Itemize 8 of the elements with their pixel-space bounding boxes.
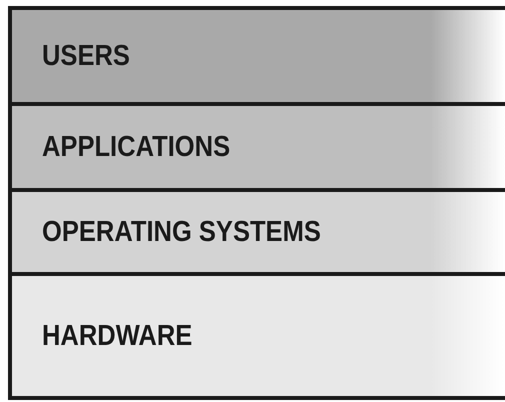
layer-band [8,6,505,102]
layer-label: HARDWARE [42,320,192,352]
layer-band [8,188,505,272]
layer-label: OPERATING SYSTEMS [42,216,321,248]
layer-band [8,272,505,400]
layer-label: USERS [42,40,130,72]
layer-label: APPLICATIONS [42,130,230,164]
layer-band [8,102,505,188]
